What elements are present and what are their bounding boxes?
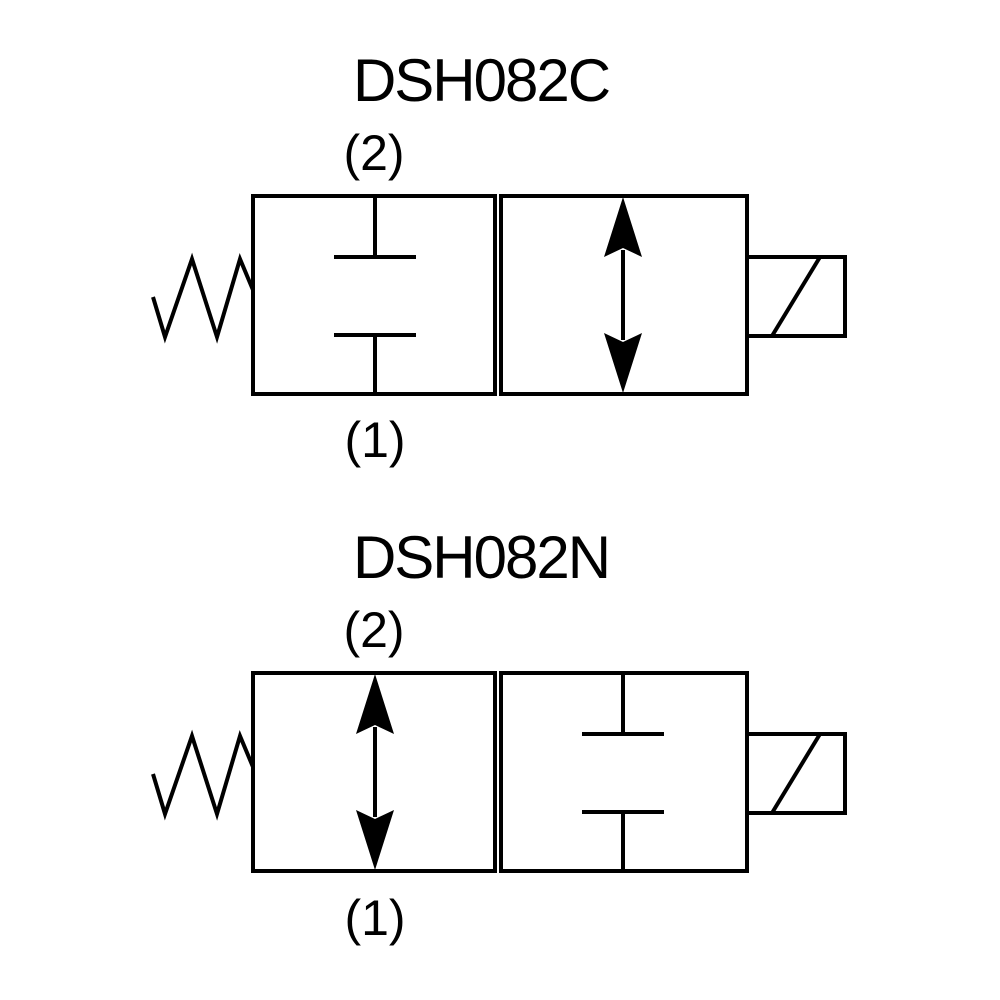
valve-cell-right — [499, 194, 749, 396]
port-label-top: (2) — [343, 602, 404, 658]
valve-cell-left — [251, 671, 497, 873]
valve-schematic-dsh082n: DSH082N (2) — [151, 524, 847, 946]
valve-schematic-dsh082c: DSH082C (2) — [151, 47, 847, 468]
flow-path-arrow — [356, 674, 394, 870]
valve-body — [251, 671, 749, 873]
arrowhead-up — [356, 674, 394, 734]
arrowhead-down — [356, 810, 394, 870]
flow-path-arrow — [604, 197, 642, 393]
port-label-top: (2) — [343, 125, 404, 181]
arrowhead-up — [604, 197, 642, 257]
closed-ports-symbol — [334, 196, 416, 394]
arrowhead-down — [604, 333, 642, 393]
valve-body — [251, 194, 749, 396]
solenoid-icon — [747, 732, 847, 815]
spring-icon — [151, 729, 255, 821]
port-label-bottom: (1) — [344, 890, 405, 946]
solenoid-icon — [747, 255, 847, 338]
diagram-title: DSH082N — [353, 524, 609, 591]
diagram-title: DSH082C — [353, 47, 610, 114]
closed-ports-symbol — [582, 673, 664, 871]
port-label-bottom: (1) — [344, 412, 405, 468]
spring-icon — [151, 252, 255, 344]
